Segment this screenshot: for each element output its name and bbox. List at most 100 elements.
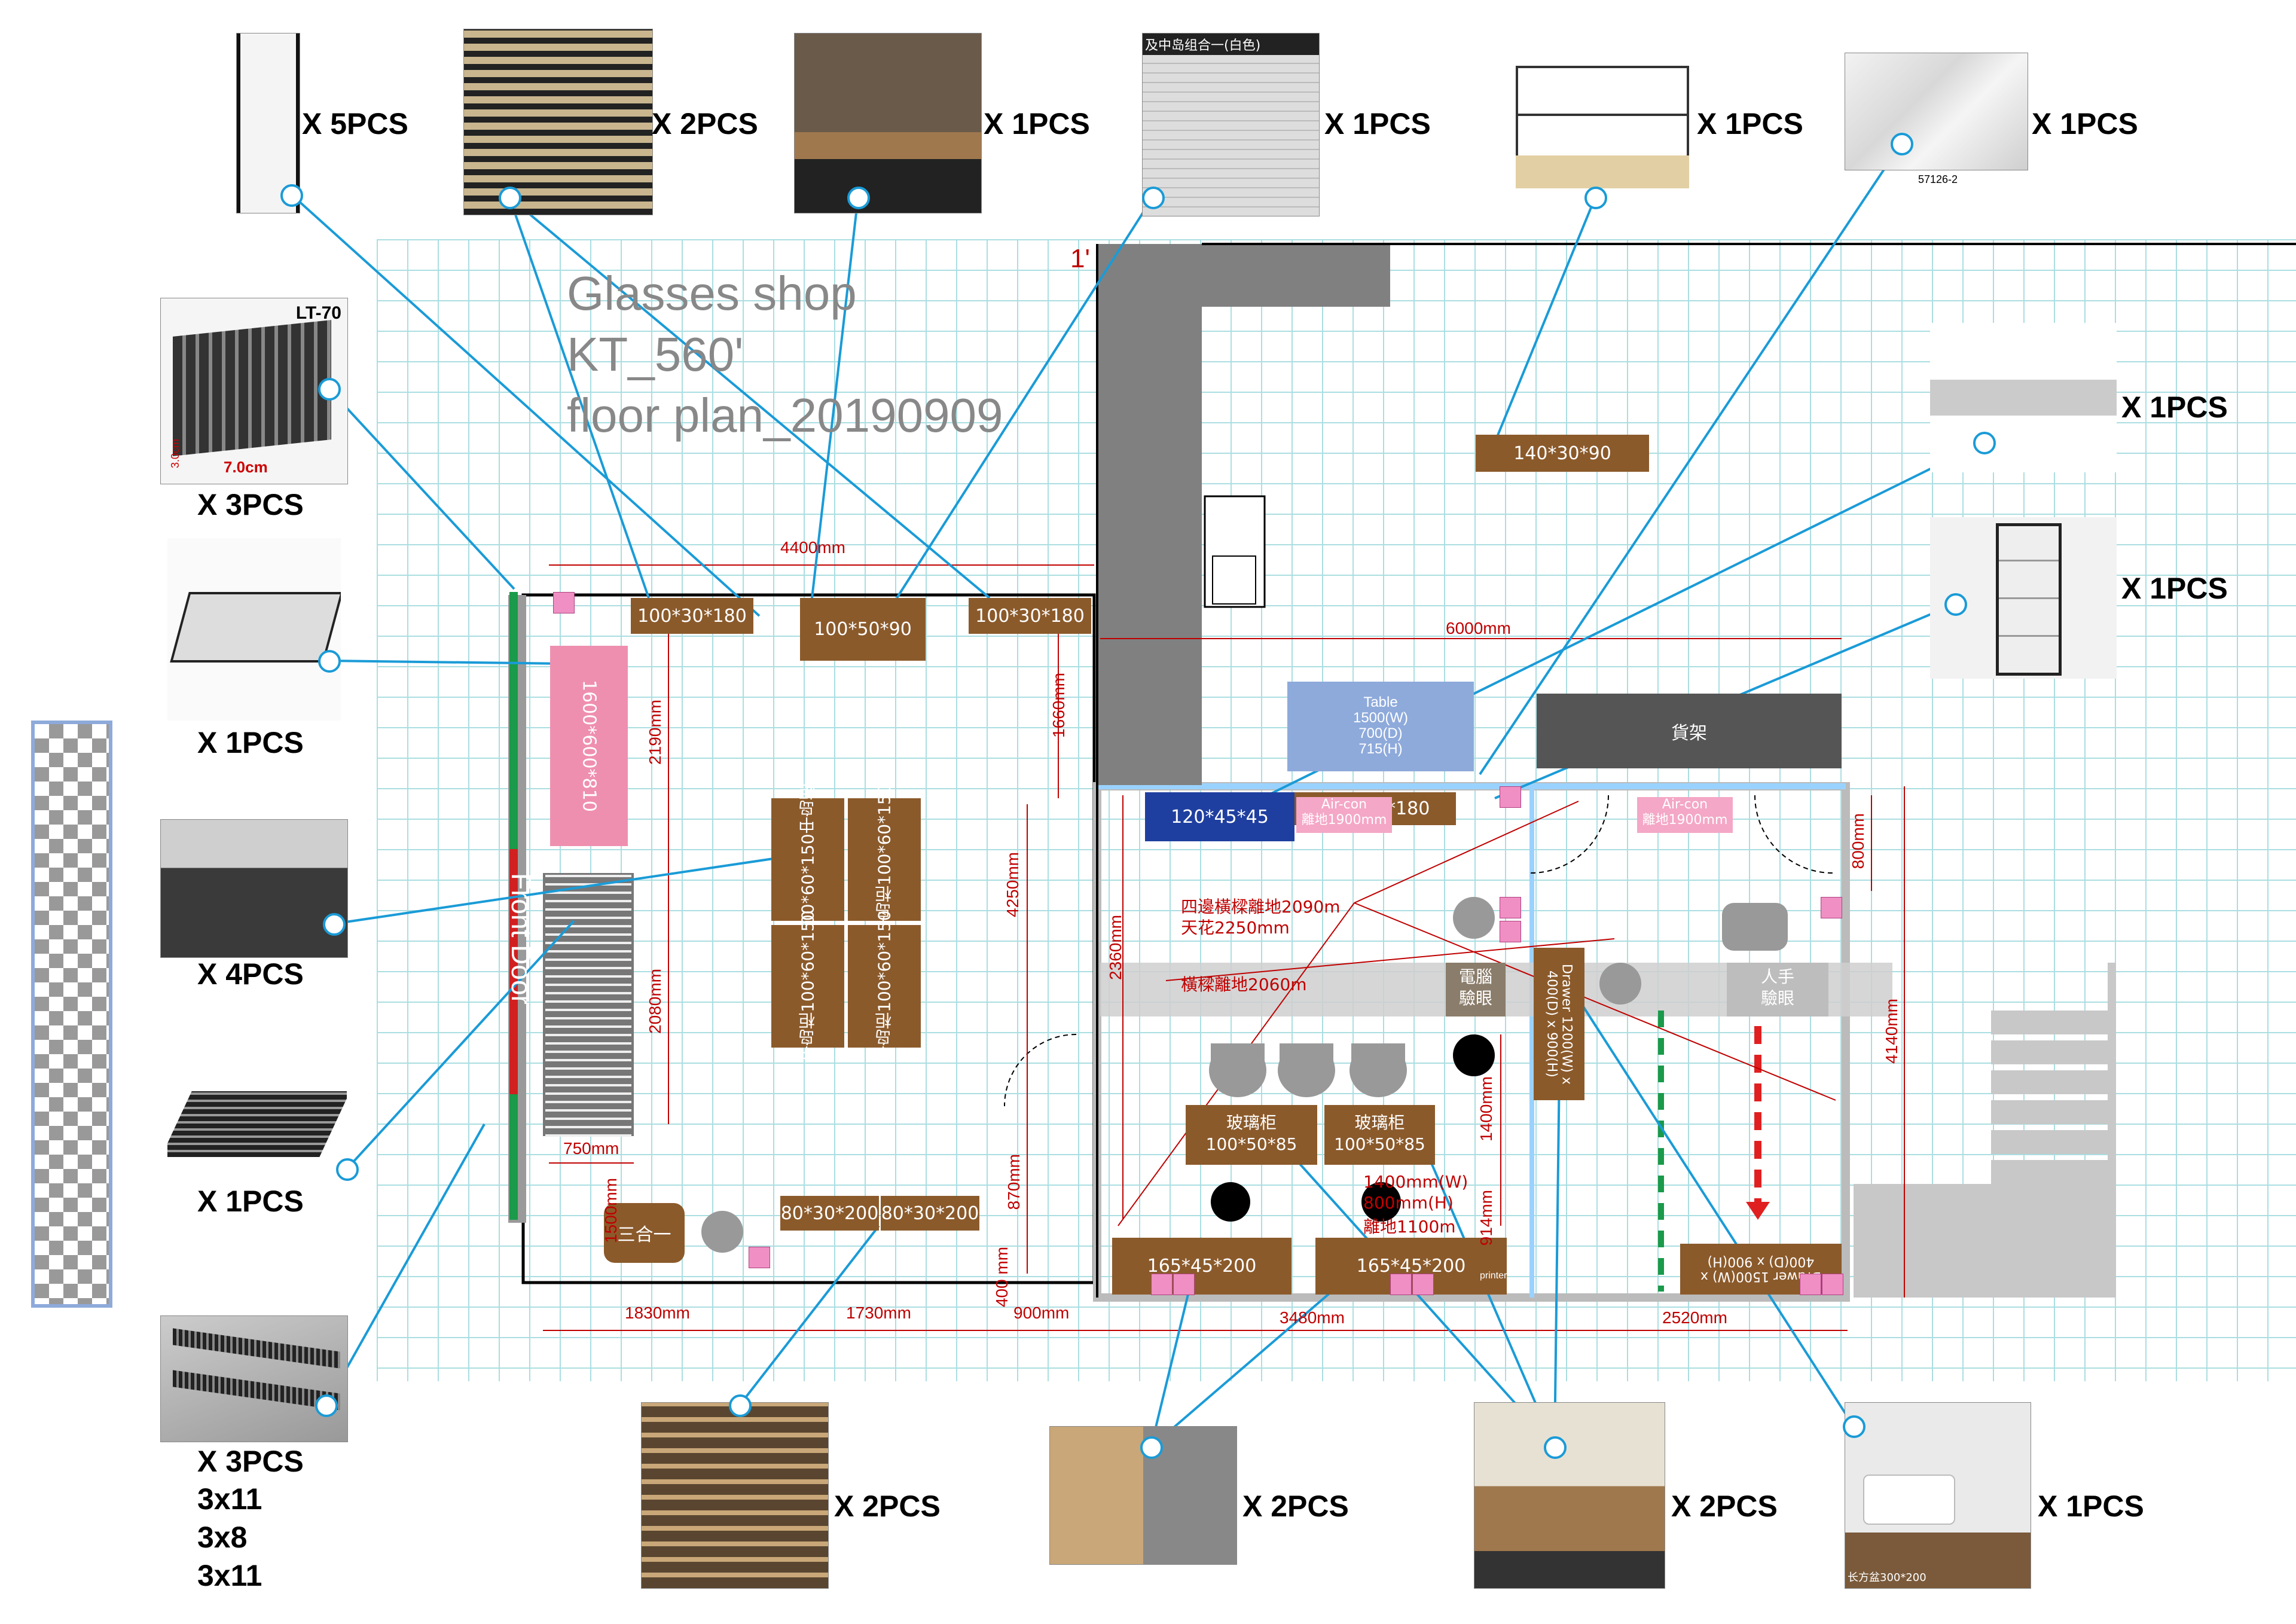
pc-eye-test-line-2: 驗眼 (1458, 988, 1492, 1008)
photo-desk[interactable] (167, 538, 341, 721)
note-beam-height: 四邊橫樑離地2090m (1181, 897, 1341, 917)
shelf-140x30x90[interactable]: 140*30*90 (1476, 435, 1649, 472)
power-outlet (1151, 1274, 1173, 1295)
photo-white-cabinet[interactable]: 及中岛组合一(白色) (1142, 33, 1320, 216)
dim-1400: 1400mm (1477, 1076, 1495, 1141)
leader-dot-glass-cabinet[interactable] (1944, 593, 1967, 616)
qty-wall-cabinet: X 2PCS (1242, 1489, 1349, 1523)
leader-dot-glass-counter[interactable] (1544, 1436, 1567, 1459)
leader-dot-white-cabinet[interactable] (1142, 187, 1165, 209)
sofa-120x45x45[interactable]: 120*45*45 (1145, 792, 1294, 841)
photo-stair-strip[interactable]: LT-70 7.0cm 3.0cm (160, 298, 348, 484)
qty-low-cabinet: X 2PCS (834, 1489, 941, 1523)
photo-metal-shelf[interactable] (1516, 66, 1689, 191)
photo-low-cabinet[interactable] (641, 1402, 829, 1589)
leader-dot-basin[interactable] (1843, 1415, 1866, 1438)
leader-dot-desk[interactable] (318, 650, 341, 673)
photo-glasses-wall[interactable] (463, 29, 653, 215)
qty-floor-grate: X 3PCS (197, 1445, 304, 1478)
glass-cabinet-a-dim: 100*50*85 (1205, 1134, 1297, 1154)
dim-2520: 2520mm (1662, 1308, 1727, 1327)
photo-basin[interactable]: 长方盆300*200 (1845, 1402, 2031, 1589)
power-outlet (1412, 1274, 1434, 1295)
photo-glass-cabinet[interactable] (1930, 517, 2117, 679)
island-cabinet-4[interactable]: 中岛柜 100*60*150 (848, 910, 921, 1063)
dim-2080: 2080mm (646, 969, 664, 1034)
glass-cabinet-b[interactable]: 玻璃柜 100*50*85 (1324, 1105, 1435, 1165)
island-cabinet-3-dim: 100*60*150 (798, 910, 818, 1012)
floor-grate-size-3: 3x11 (197, 1559, 262, 1592)
glass-cabinet-a[interactable]: 玻璃柜 100*50*85 (1186, 1105, 1317, 1165)
island-cabinet-4-label: 中岛柜 (874, 1012, 894, 1063)
photo-mirror[interactable] (236, 33, 300, 213)
photo-doormat[interactable] (167, 1073, 347, 1181)
door-swing-left (1004, 1034, 1077, 1107)
cabinet-80x30x200-b[interactable]: 80*30*200 (881, 1196, 979, 1231)
leader-dot-low-cabinet[interactable] (729, 1394, 752, 1417)
leader-dot-island[interactable] (323, 913, 346, 936)
leader-dot-mirror[interactable] (280, 184, 303, 207)
leader-dot-floor-grate[interactable] (315, 1394, 338, 1417)
door-strip-green-top (509, 592, 518, 849)
cabinet-80x30x200-a[interactable]: 80*30*200 (780, 1196, 879, 1231)
leader-dot-bench[interactable] (1973, 432, 1996, 454)
pink-table-1600[interactable]: 1600*600*810 (550, 646, 628, 846)
rental-table[interactable]: Table 1500(W) 700(D) 715(H) (1287, 682, 1474, 771)
manual-eye-test[interactable]: 人手 驗眼 (1727, 963, 1828, 1016)
rental-table-line-2: 1500(W) (1352, 710, 1409, 726)
photo-bench[interactable] (1930, 323, 2117, 472)
photo-marble[interactable] (1845, 53, 2028, 170)
leader-dot-display-table[interactable] (847, 187, 870, 209)
leader-dot-marble[interactable] (1891, 133, 1913, 155)
island-cabinet-1[interactable]: 中岛柜 100*60*150 (771, 783, 844, 936)
photo-display-table[interactable] (794, 33, 982, 213)
power-outlet (553, 592, 575, 613)
pc-eye-test-line-1: 電腦 (1458, 967, 1492, 987)
cabinet-100x30x180-left[interactable]: 100*30*180 (631, 598, 753, 634)
dim-4400: 4400mm (780, 538, 845, 557)
stair-strip-width: 7.0cm (224, 458, 268, 476)
qty-glasses-wall: X 2PCS (652, 107, 758, 141)
photo-glass-counter[interactable] (1474, 1402, 1665, 1589)
island-cabinet-2[interactable]: 中岛柜 100*60*150 (848, 783, 921, 936)
dim-6000: 6000mm (1446, 619, 1511, 637)
basin-caption: 长方盆300*200 (1848, 1571, 1926, 1584)
rental-table-line-4: 715(H) (1358, 741, 1403, 757)
leader-dot-metal-shelf[interactable] (1584, 187, 1607, 209)
photo-island-counter[interactable] (160, 819, 348, 958)
island-cabinets: 中岛柜 100*60*150 中岛柜 100*60*150 中岛柜 100*60… (771, 783, 921, 1063)
cabinet-165-left[interactable]: 165*45*200 (1112, 1238, 1292, 1295)
island-cabinet-3[interactable]: 中岛柜 100*60*150 (771, 910, 844, 1063)
dim-1730: 1730mm (846, 1304, 911, 1322)
note-table-width: 1400mm(W) (1363, 1172, 1468, 1192)
cabinet-100x50x90[interactable]: 100*50*90 (800, 598, 926, 661)
power-outlet (1800, 1274, 1821, 1295)
aircon-left[interactable]: Air-con 離地1900mm (1296, 797, 1392, 833)
three-in-one-counter[interactable]: 三合一 (604, 1203, 685, 1263)
dim-900: 900mm (1013, 1304, 1070, 1322)
island-cabinet-1-label: 中岛柜 (798, 783, 817, 834)
power-outlet (1500, 897, 1521, 918)
cabinet-100x30x180-right[interactable]: 100*30*180 (969, 598, 1091, 634)
door-swing-mid (1530, 795, 1609, 874)
dimension-lines (543, 564, 1905, 1331)
pc-eye-test[interactable]: 電腦 驗眼 (1446, 963, 1506, 1016)
qty-doormat: X 1PCS (197, 1185, 304, 1218)
mark-1: 1' (1070, 244, 1090, 273)
dim-870: 870mm (1004, 1154, 1023, 1210)
aircon-right[interactable]: Air-con 離地1900mm (1637, 797, 1733, 833)
glass-cabinet-a-name: 玻璃柜 (1226, 1113, 1277, 1132)
qty-basin: X 1PCS (2038, 1489, 2144, 1523)
glass-cabinet-b-dim: 100*50*85 (1334, 1134, 1425, 1154)
leader-dot-doormat[interactable] (336, 1158, 359, 1181)
storage-rack-huojia[interactable]: 貨架 (1537, 694, 1842, 768)
dim-4140: 4140mm (1882, 999, 1901, 1064)
leader-dot-wall-cabinet[interactable] (1140, 1436, 1163, 1459)
drawer-vertical[interactable]: Drawer 1200(W) x 400(D) x 900(H) (1534, 948, 1584, 1100)
power-outlet (1821, 897, 1842, 918)
qty-display-table: X 1PCS (984, 107, 1090, 141)
leader-dot-stair-strip[interactable] (318, 378, 341, 401)
photo-floor-grate[interactable] (160, 1315, 348, 1442)
leader-dot-glasses-wall[interactable] (499, 187, 521, 209)
note-ceiling-height: 天花2250mm (1181, 918, 1290, 938)
